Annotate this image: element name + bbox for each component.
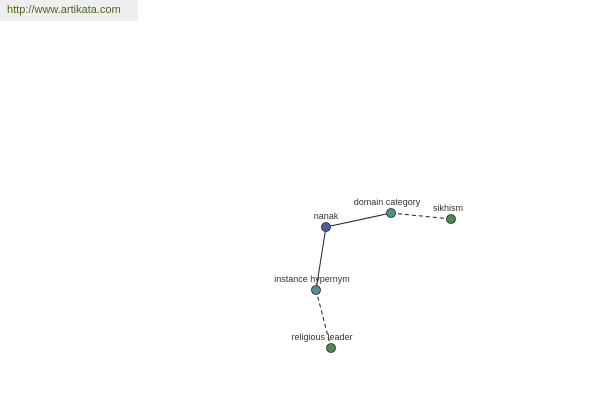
- graph-labels: nanak domain category sikhism instance hype…: [274, 197, 463, 342]
- node-label-domain-category[interactable]: domain category: [354, 197, 421, 207]
- node-religious-leader-circle-node-icon[interactable]: [326, 343, 336, 353]
- node-label-sikhism[interactable]: sikhism: [433, 203, 463, 213]
- node-instance-hypernym-circle-node-icon[interactable]: [311, 285, 321, 295]
- source-url-banner[interactable]: http://www.artikata.com: [0, 0, 138, 21]
- node-label-nanak[interactable]: nanak: [314, 211, 339, 221]
- graph-nodes: [311, 208, 456, 353]
- node-nanak-circle-node-icon[interactable]: [321, 222, 331, 232]
- graph-edges: [315, 212, 452, 349]
- edge-instance-hypernym-to-religious-leader: [315, 289, 332, 349]
- edge-domain-category-to-sikhism: [390, 212, 452, 220]
- node-label-religious-leader[interactable]: religious leader: [291, 332, 352, 342]
- node-label-instance-hypernym[interactable]: instance hypernym: [274, 274, 350, 284]
- node-sikhism-circle-node-icon[interactable]: [446, 214, 456, 224]
- edge-nanak-to-domain-category: [325, 212, 392, 228]
- edge-nanak-to-instance-hypernym: [315, 226, 327, 291]
- node-domain-category-circle-node-icon[interactable]: [386, 208, 396, 218]
